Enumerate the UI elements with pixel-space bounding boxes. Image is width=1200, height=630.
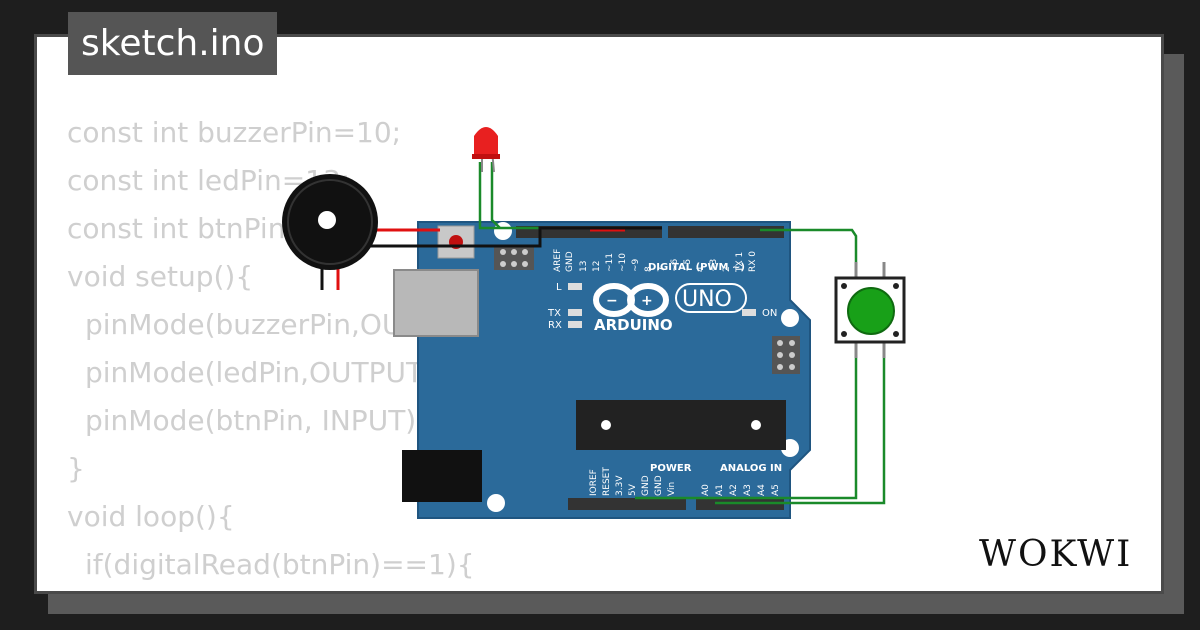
pin-label: A2 xyxy=(729,484,739,496)
pin-label: A4 xyxy=(757,484,767,496)
pin-label: 2 xyxy=(722,266,732,272)
pin-label: ~3 xyxy=(709,259,719,272)
wokwi-logo-text: WOKWI xyxy=(979,534,1132,575)
tx-label: TX xyxy=(547,308,561,319)
mounting-hole xyxy=(487,494,505,512)
icsp-header xyxy=(494,246,534,270)
pin-label: 3.3V xyxy=(615,475,625,496)
pin-label: A3 xyxy=(743,484,753,496)
pin-label: GND xyxy=(654,475,664,496)
pin-label: ~5 xyxy=(683,259,693,272)
wokwi-logo[interactable]: WOKWI xyxy=(975,528,1155,578)
pin-label: RESET xyxy=(602,467,612,496)
board-model-label: UNO xyxy=(682,287,732,312)
analog-pin-labels: A0 A1 A2 A3 A4 A5 xyxy=(701,484,781,496)
pin-label: 5V xyxy=(628,483,638,496)
analog-header-label: ANALOG IN xyxy=(720,463,782,474)
pin-label: GND xyxy=(641,475,651,496)
pin-label: 8 xyxy=(644,266,654,272)
pin-label: ~9 xyxy=(631,258,641,272)
red-led[interactable] xyxy=(472,127,500,173)
pin-label: ~10 xyxy=(618,253,628,272)
pin-label: Vin xyxy=(667,482,677,496)
file-tab[interactable]: sketch.ino xyxy=(68,12,278,75)
code-preview: const int buzzerPin=10;const int ledPin=… xyxy=(67,109,494,591)
pin-label: ~6 xyxy=(670,258,680,272)
on-label: ON xyxy=(762,308,777,319)
gnd-label: GND xyxy=(565,251,575,272)
pin-label: 4 xyxy=(696,266,706,272)
pin-label: A1 xyxy=(715,484,725,496)
usb-port xyxy=(393,269,479,337)
mounting-hole xyxy=(781,309,799,327)
arduino-infinity-logo xyxy=(593,283,669,317)
pin-label: A5 xyxy=(771,484,781,496)
pin-label: 12 xyxy=(592,261,602,272)
code-line: void loop(){ xyxy=(67,500,235,533)
pin-label: A0 xyxy=(701,484,711,496)
icsp-header-right xyxy=(772,336,800,374)
aref-label: AREF xyxy=(553,249,563,272)
code-line: pinMode(ledPin,OUTPUT); xyxy=(85,356,444,389)
board-brand-label: ARDUINO xyxy=(594,316,673,334)
arduino-uno-board[interactable]: − + UNO ARDUINO DIGITAL (PWM ~) POWER AN… xyxy=(393,221,811,519)
piezo-buzzer[interactable] xyxy=(282,174,378,290)
rx-label: RX xyxy=(548,320,562,331)
code-line: if(digitalRead(btnPin)==1){ xyxy=(85,548,475,581)
pin-label: TX 1 xyxy=(735,252,745,273)
pin-label: IOREF xyxy=(589,469,599,496)
digital-header-right xyxy=(668,226,784,238)
pin-label: 13 xyxy=(579,261,589,272)
code-line: pinMode(btnPin, INPUT); xyxy=(85,404,426,437)
l-led-label: L xyxy=(556,282,562,293)
power-header-label: POWER xyxy=(650,463,692,474)
code-line: const int buzzerPin=10; xyxy=(67,116,402,149)
pushbutton[interactable] xyxy=(834,262,906,358)
pin-label: ~11 xyxy=(605,253,615,272)
pin-label: 7 xyxy=(657,266,667,272)
svg-text:+: + xyxy=(641,293,653,309)
svg-text:−: − xyxy=(606,293,618,309)
power-header xyxy=(568,498,686,510)
code-line: } xyxy=(67,452,85,485)
power-jack xyxy=(402,450,482,502)
digital-header-label: DIGITAL (PWM ~) xyxy=(648,262,745,273)
pin-label: RX 0 xyxy=(748,251,758,272)
code-line: void setup(){ xyxy=(67,260,254,293)
